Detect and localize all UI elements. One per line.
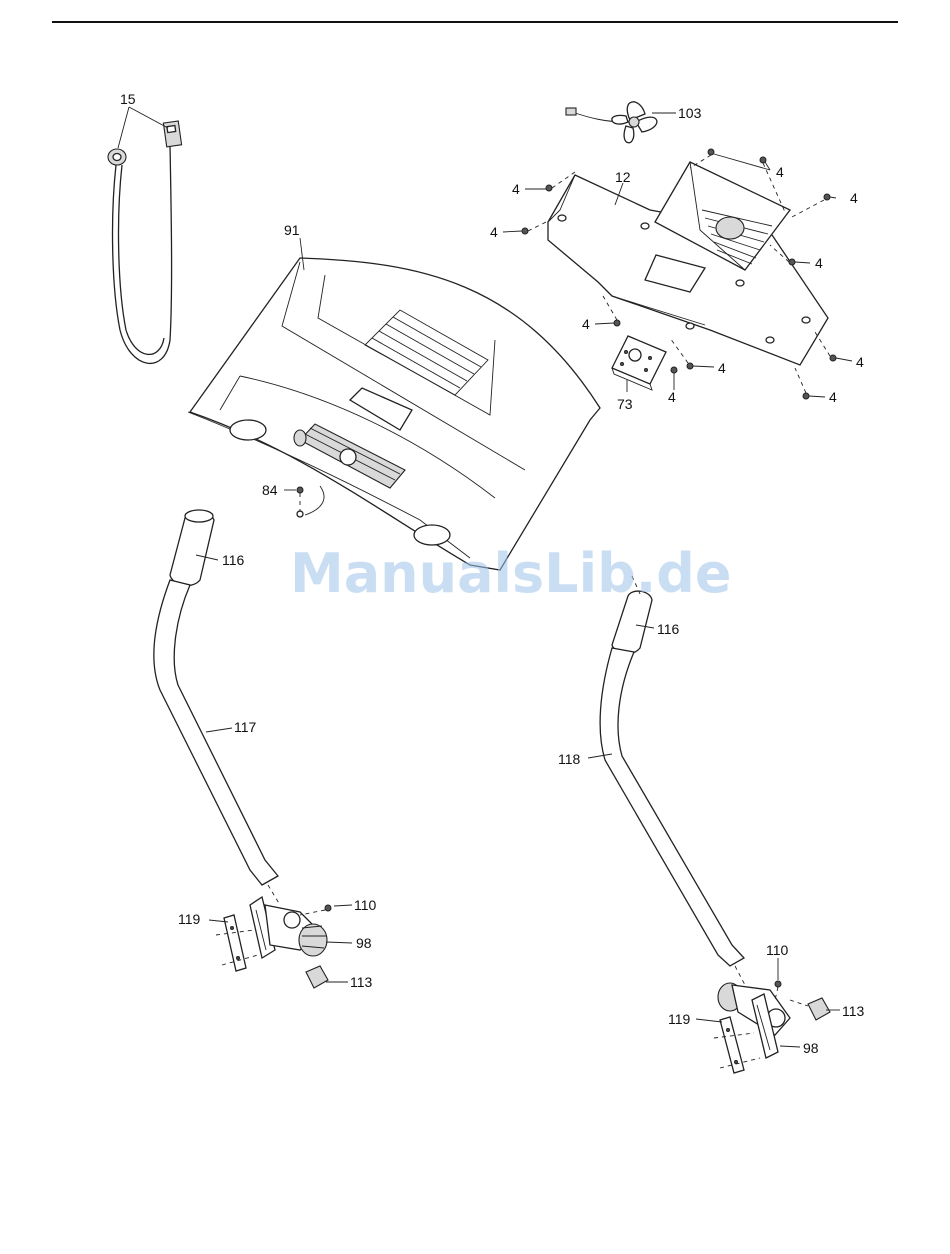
screw — [815, 332, 836, 361]
part-91-console-base — [188, 238, 600, 570]
callout-4: 4 — [850, 190, 858, 206]
callout-116-left: 116 — [222, 552, 245, 568]
callout-110-right: 110 — [766, 942, 789, 958]
manualslib-watermark: ManualsLib.de — [290, 542, 732, 605]
callout-4: 4 — [815, 255, 823, 271]
part-103-fan — [566, 102, 676, 143]
callout-110-left: 110 — [354, 897, 377, 913]
part-12-bracket — [548, 162, 828, 365]
screw — [522, 220, 550, 234]
callout-98-left: 98 — [356, 935, 372, 951]
callout-4: 4 — [512, 181, 520, 197]
callout-4: 4 — [829, 389, 837, 405]
screw — [671, 367, 677, 373]
callout-84: 84 — [262, 482, 278, 498]
screw — [670, 338, 693, 369]
screw — [790, 194, 830, 218]
callout-116-right: 116 — [657, 621, 680, 637]
callout-4: 4 — [668, 389, 676, 405]
callout-98-right: 98 — [803, 1040, 819, 1056]
callout-4: 4 — [718, 360, 726, 376]
callout-73: 73 — [617, 396, 633, 412]
callout-113-right: 113 — [842, 1003, 865, 1019]
callout-4: 4 — [582, 316, 590, 332]
screw — [603, 296, 620, 326]
callout-117: 117 — [234, 719, 257, 735]
callout-119-right: 119 — [668, 1011, 691, 1027]
callout-15: 15 — [120, 91, 136, 107]
callout-118: 118 — [558, 751, 581, 767]
callout-4: 4 — [856, 354, 864, 370]
right-upright-assembly — [588, 576, 840, 1073]
callout-103: 103 — [678, 105, 702, 121]
callout-113-left: 113 — [350, 974, 373, 990]
part-15-wire-harness — [108, 107, 182, 363]
callout-12: 12 — [615, 169, 631, 185]
callout-119-left: 119 — [178, 911, 201, 927]
part-84-screw — [284, 486, 324, 517]
callout-4: 4 — [490, 224, 498, 240]
callout-91: 91 — [284, 222, 300, 238]
screw — [795, 368, 809, 399]
part-73-cover-plate — [612, 336, 666, 392]
callout-4: 4 — [776, 164, 784, 180]
